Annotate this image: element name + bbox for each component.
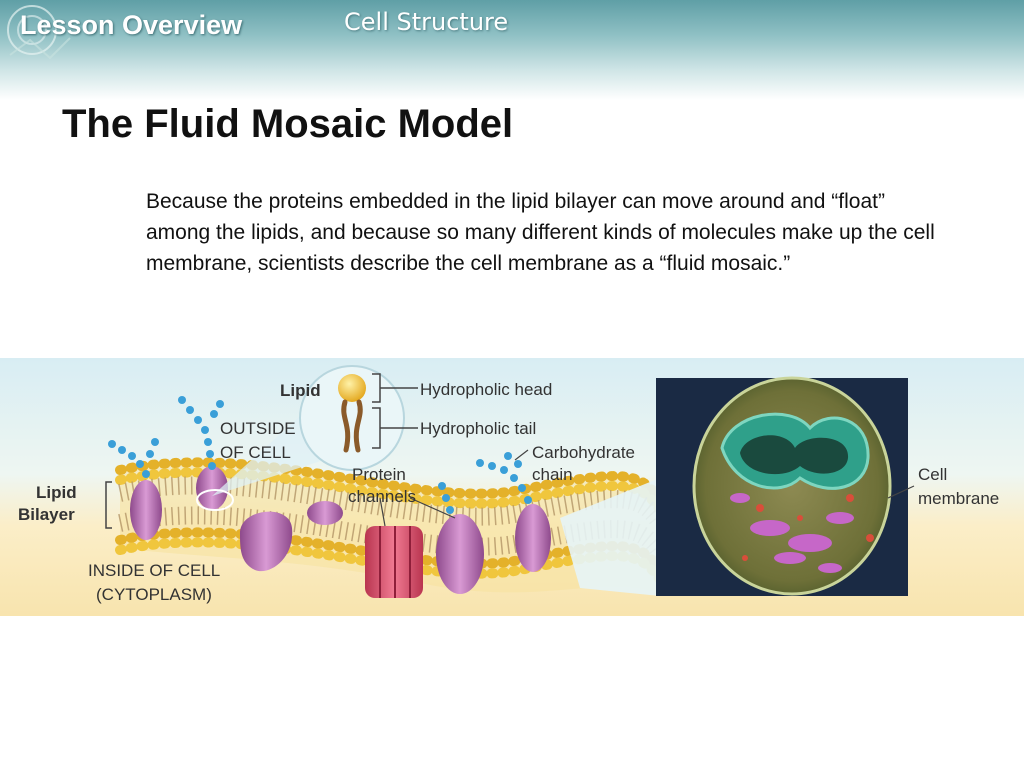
chromatin	[740, 435, 849, 475]
outside-label-line1: OUTSIDE	[220, 419, 296, 438]
cell-membrane-leader-line	[887, 485, 915, 499]
micrograph-connector	[560, 478, 660, 596]
protein-leader-line	[409, 497, 456, 519]
zoom-source-circle	[196, 489, 234, 511]
vesicles	[742, 494, 874, 561]
protein-leader-line	[379, 497, 386, 527]
cell-membrane-label-line2: membrane	[918, 489, 999, 508]
outside-label-line2: OF CELL	[220, 443, 291, 462]
cell-membrane-label-line1: Cell	[918, 465, 947, 484]
membrane-protein	[436, 514, 484, 594]
membrane-protein	[515, 504, 551, 572]
lipid-tail-icon	[341, 399, 363, 453]
membrane-protein	[130, 480, 162, 540]
header-band	[0, 0, 1024, 100]
membrane-protein	[196, 466, 228, 510]
lipid-label: Lipid	[280, 381, 321, 400]
carbohydrate-chain-label-line2: chain	[532, 465, 573, 484]
upper-lipid-heads	[115, 457, 665, 505]
organelles	[730, 493, 854, 573]
hydrophilic-head-label: Hydropholic head	[420, 380, 552, 399]
lipid-bilayer-label-line2: Bilayer	[18, 505, 75, 524]
body-text: Because the proteins embedded in the lip…	[146, 190, 935, 275]
lesson-overview-label: Lesson Overview	[20, 10, 243, 40]
membrane-protein	[307, 501, 343, 525]
lipid-zoom-bubble	[299, 365, 405, 471]
inside-cell-label-line1: INSIDE OF CELL	[88, 561, 220, 580]
fluid-mosaic-figure: Lipid Hydropholic head Hydropholic tail …	[0, 358, 1024, 616]
membrane-diagram: Lipid Hydropholic head Hydropholic tail …	[0, 358, 1024, 616]
carbohydrate-chain-label-line1: Carbohydrate	[532, 443, 635, 462]
carbohydrate-chains	[108, 396, 532, 514]
slide-title: The Fluid Mosaic Model	[62, 102, 514, 146]
protein-channels-label-line1: Protein	[352, 465, 406, 484]
membrane-protein	[240, 511, 293, 572]
hydrophilic-tail-label: Hydropholic tail	[420, 419, 536, 438]
carb-leader-line	[514, 449, 529, 461]
inside-cell-label-line2: (CYTOPLASM)	[96, 585, 212, 604]
lipid-head-icon	[338, 374, 366, 402]
upper-lipid-heads-2	[115, 467, 665, 515]
zoom-callout	[212, 416, 330, 496]
lipid-bilayer-label-line1: Lipid	[36, 483, 77, 502]
bilayer-bracket	[105, 481, 112, 529]
topic-title: Cell Structure	[344, 8, 509, 36]
protein-channels-label-line2: channels	[348, 487, 416, 506]
header-decoration-icon	[7, 5, 71, 60]
